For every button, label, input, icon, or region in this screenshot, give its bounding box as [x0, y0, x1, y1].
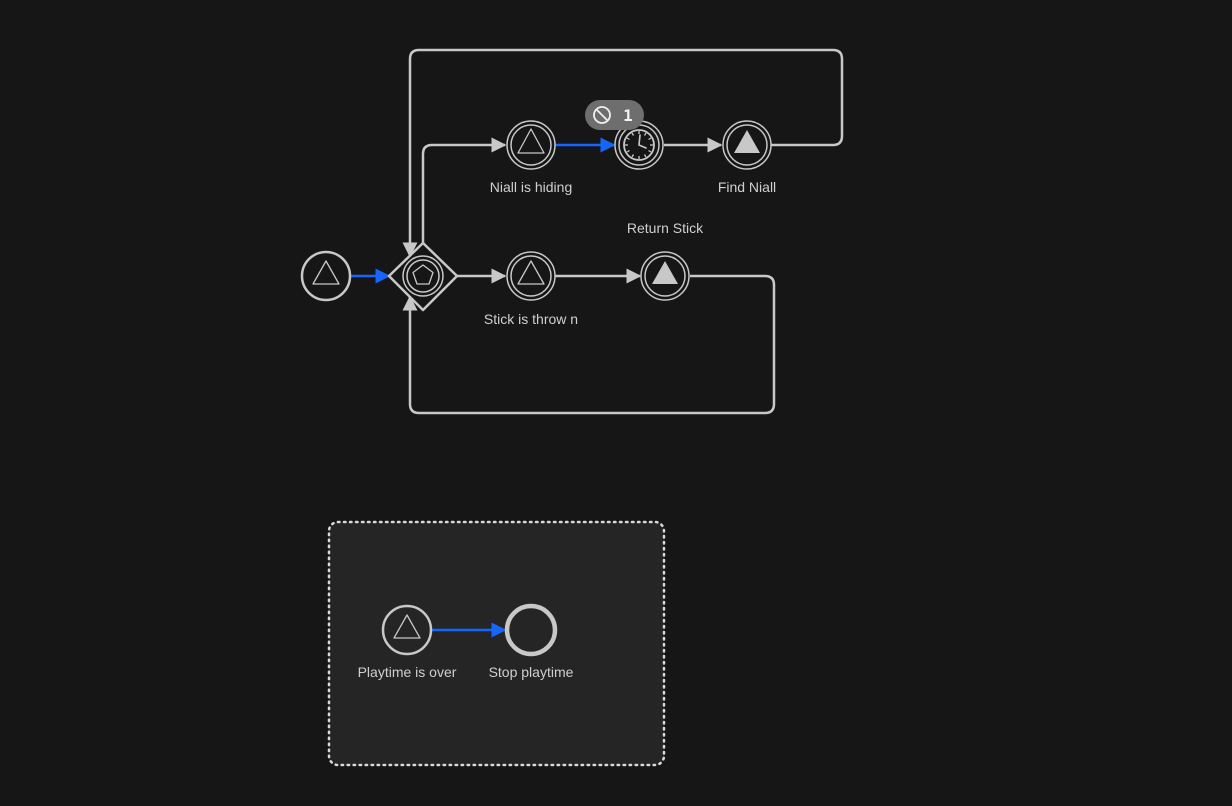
niall-hiding-event[interactable] — [506, 120, 556, 170]
start-event[interactable] — [300, 250, 352, 302]
event-based-gateway-icon — [412, 264, 434, 285]
end-event-icon — [504, 603, 558, 657]
signal-throw-event-icon — [734, 130, 760, 153]
event-based-gateway[interactable] — [387, 241, 459, 312]
stop-playtime-label: Stop playtime — [489, 664, 574, 680]
find-niall-event[interactable] — [722, 120, 772, 170]
playtime-over-event[interactable] — [381, 604, 433, 656]
timer-badge-count: 1 — [623, 106, 633, 125]
signal-catch-event-icon — [517, 128, 545, 154]
signal-start-event-icon — [312, 260, 340, 285]
ban-icon — [593, 106, 611, 124]
stick-thrown-label: Stick is throw n — [484, 311, 578, 327]
signal-catch-event-icon — [517, 260, 545, 285]
flow-gateway-to-niall-hiding[interactable] — [421, 137, 507, 243]
event-subprocess[interactable] — [327, 520, 666, 767]
stick-thrown-event[interactable] — [506, 251, 556, 301]
niall-hiding-label: Niall is hiding — [490, 179, 572, 195]
timer-badge[interactable]: 1 — [585, 100, 644, 130]
flow-return-stick-loop[interactable] — [402, 274, 776, 415]
signal-throw-event-icon — [652, 261, 678, 284]
timer-event-icon — [623, 129, 655, 161]
return-stick-event[interactable] — [640, 251, 690, 301]
find-niall-label: Find Niall — [718, 179, 776, 195]
flow-find-niall-loop[interactable] — [402, 48, 844, 258]
stop-playtime-event[interactable] — [504, 603, 558, 657]
return-stick-label: Return Stick — [627, 220, 704, 236]
playtime-over-label: Playtime is over — [358, 664, 457, 680]
signal-start-event-icon — [393, 614, 421, 639]
